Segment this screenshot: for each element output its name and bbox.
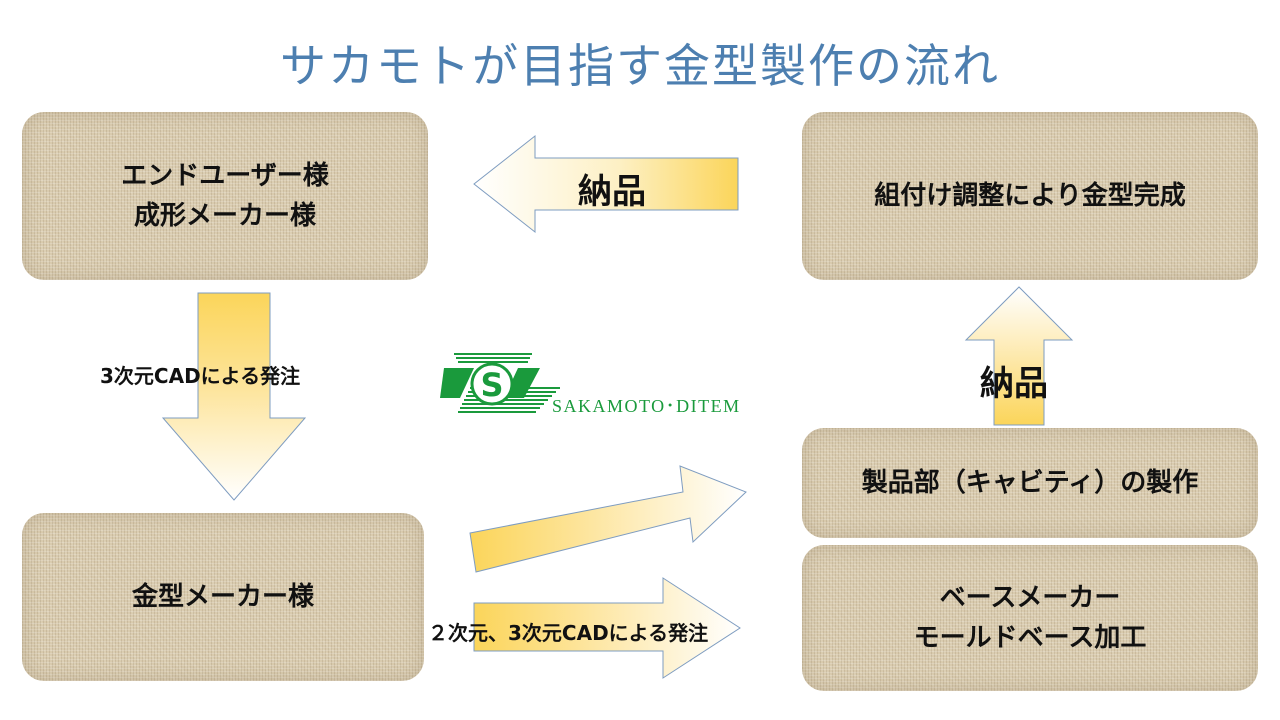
order-2d3d-label: ２次元、3次元CADによる発注 [428, 621, 709, 645]
sakamoto-logo: S SAKAMOTO･DITEM [440, 353, 741, 416]
product-part-line1: 製品部（キャビティ）の製作 [861, 468, 1199, 498]
order-down-arrow [161, 292, 307, 501]
end-user-box: エンドユーザー様 成形メーカー様 [22, 112, 428, 280]
mold-maker-box: 金型メーカー様 [22, 513, 424, 681]
order-diagonal-arrow [469, 465, 747, 573]
end-user-line2: 成形メーカー様 [133, 201, 316, 231]
delivery-up-arrow [964, 286, 1074, 426]
base-maker-line1: ベースメーカー [939, 583, 1121, 613]
logo-letter: S [480, 366, 503, 404]
delivery-right-label: 納品 [980, 364, 1048, 404]
base-maker-line2: モールドベース加工 [913, 623, 1147, 653]
assembly-line1: 組付け調整により金型完成 [874, 181, 1186, 211]
mold-maker-line1: 金型メーカー様 [131, 582, 314, 612]
logo-text: SAKAMOTO･DITEM [552, 396, 741, 416]
base-maker-box: ベースメーカー モールドベース加工 [802, 545, 1258, 691]
end-user-line1: エンドユーザー様 [121, 161, 329, 191]
assembly-box: 組付け調整により金型完成 [802, 112, 1258, 280]
product-part-box: 製品部（キャビティ）の製作 [802, 428, 1258, 538]
page-title: サカモトが目指す金型製作の流れ [280, 39, 1000, 93]
delivery-left-arrow [473, 134, 739, 234]
delivery-top-label: 納品 [578, 172, 646, 212]
order-right-arrow [473, 577, 741, 679]
order-3d-label: 3次元CADによる発注 [100, 364, 301, 388]
